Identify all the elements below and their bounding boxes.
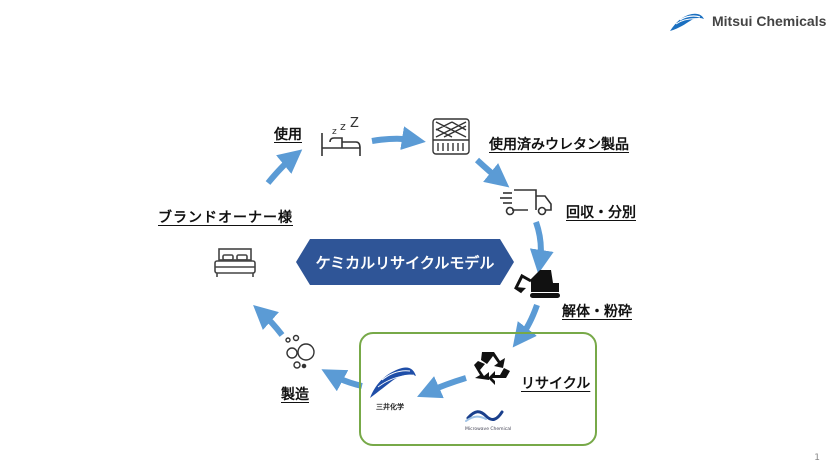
brand-name: Mitsui Chemicals	[712, 13, 827, 29]
recycle-icon	[474, 352, 510, 385]
recycle-partners-box	[359, 332, 597, 446]
step-label-recycle: リサイクル	[521, 376, 591, 392]
delivery-truck-icon	[500, 189, 552, 216]
svg-text:z: z	[340, 120, 346, 133]
excavator-icon	[514, 270, 560, 298]
arrow-excavator-to-recycle	[512, 304, 540, 348]
arrow-brand-to-use	[265, 149, 303, 185]
partner-microwave-name: Microwave Chemical	[465, 427, 512, 432]
mitsui-chemicals-logo-icon	[370, 367, 416, 398]
arrow-mitsui-to-manufacturing	[321, 369, 363, 392]
bubbles-icon	[285, 334, 315, 369]
step-label-use: 使用	[274, 127, 302, 143]
page-number: 1	[814, 453, 820, 463]
step-label-manufacturing: 製造	[281, 387, 309, 403]
bed-icon	[214, 248, 256, 277]
sleeping-in-bed-icon: z z Z	[321, 116, 361, 156]
step-label-collection: 回収・分別	[566, 205, 636, 221]
step-label-brand-owner: ブランドオーナー様	[158, 210, 293, 226]
center-title: ケミカルリサイクルモデル	[315, 253, 495, 272]
center-title-banner: ケミカルリサイクルモデル	[296, 239, 514, 285]
arrow-manufacturing-to-bed	[253, 304, 285, 337]
mitsui-wave-logo-icon	[670, 13, 704, 31]
arrow-mattress-to-truck	[474, 157, 510, 188]
step-label-used-urethane: 使用済みウレタン製品	[489, 137, 629, 153]
mattress-icon	[432, 118, 470, 155]
step-label-dismantling: 解体・粉砕	[562, 304, 632, 320]
arrow-use-to-mattress	[371, 126, 426, 150]
arrow-truck-to-excavator	[529, 221, 554, 274]
microwave-chemical-logo-icon	[465, 410, 504, 422]
partner-mitsui-name: 三井化学	[376, 403, 404, 411]
svg-text:z: z	[332, 127, 337, 137]
arrow-recycle-to-mitsui	[417, 375, 467, 399]
brand-logo: Mitsui Chemicals	[668, 10, 826, 32]
svg-text:Z: Z	[350, 116, 359, 131]
